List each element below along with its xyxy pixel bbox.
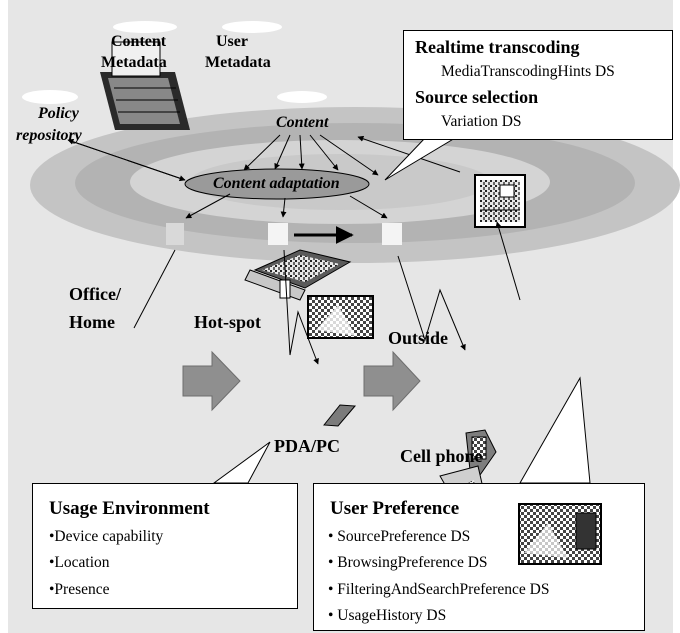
office-home-label-line1: Office/	[69, 284, 121, 304]
connection-lines	[133, 221, 521, 365]
user-metadata-label-line1: User	[216, 33, 248, 50]
location-item: •Location	[49, 554, 110, 571]
presence-item: •Presence	[49, 581, 110, 598]
realtime-transcoding-heading: Realtime transcoding	[415, 37, 580, 57]
pda-pc-label: PDA/PC	[274, 436, 340, 456]
image-collage-icon	[518, 503, 602, 565]
source-square-right	[382, 223, 402, 245]
policy-repository-label-line1: Policy	[38, 105, 79, 122]
usage-environment-title: Usage Environment	[49, 498, 210, 519]
content-metadata-label-line2: Metadata	[101, 54, 167, 71]
realtime-transcoding-box: Realtime transcoding MediaTranscodingHin…	[403, 30, 673, 140]
source-selection-heading: Source selection	[415, 87, 539, 107]
photo-thumbnail-icon	[307, 295, 374, 339]
cloud-icon	[22, 21, 327, 104]
hot-spot-label: Hot-spot	[194, 312, 261, 332]
block-arrow-icon	[182, 350, 421, 412]
variation-ds-item: Variation DS	[441, 113, 522, 130]
circuit-board-icon	[474, 174, 526, 228]
source-square-left	[166, 223, 184, 245]
policy-repository-label-line2: repository	[16, 127, 82, 144]
server-rack-icon	[100, 41, 190, 130]
source-preference-item: • SourcePreference DS	[328, 528, 471, 545]
usage-environment-box: Usage Environment •Device capability •Lo…	[32, 483, 298, 609]
device-capability-item: •Device capability	[49, 528, 164, 545]
pda-device-icon	[323, 404, 357, 427]
content-adaptation-label: Content adaptation	[213, 175, 340, 192]
content-metadata-label-line1: Content	[111, 33, 167, 50]
browsing-preference-item: • BrowsingPreference DS	[328, 554, 488, 571]
media-transcoding-hints-item: MediaTranscodingHints DS	[441, 63, 615, 80]
user-preference-title: User Preference	[330, 498, 460, 519]
laptop-icon	[244, 249, 352, 301]
cell-phone-label: Cell phone	[400, 446, 483, 466]
usage-history-item: • UsageHistory DS	[328, 607, 447, 624]
office-home-label-line2: Home	[69, 312, 115, 332]
user-metadata-label-line2: Metadata	[205, 54, 271, 71]
content-label: Content	[276, 114, 329, 131]
outside-label: Outside	[388, 328, 449, 348]
source-square-mid	[268, 223, 288, 245]
filtering-search-preference-item: • FilteringAndSearchPreference DS	[328, 581, 550, 598]
